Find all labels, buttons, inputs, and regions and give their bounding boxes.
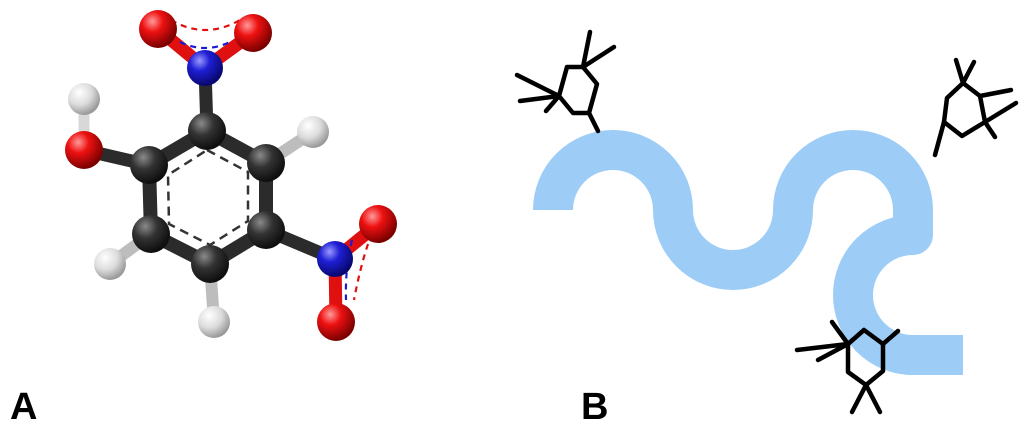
carbon-atom bbox=[132, 215, 170, 253]
nitro-resonance-dashes bbox=[170, 19, 370, 301]
panel-label-b: B bbox=[581, 386, 608, 426]
hydrogen-atom bbox=[198, 306, 230, 338]
oxygen-atom bbox=[139, 10, 177, 48]
nitrogen-atom bbox=[187, 50, 223, 86]
cyclohexane-ring-2 bbox=[932, 57, 1019, 158]
hydrogen-atom bbox=[94, 248, 126, 280]
oxygen-atom bbox=[359, 205, 397, 243]
carbon-atom bbox=[188, 112, 226, 150]
oxygen-atom bbox=[65, 131, 103, 169]
polymer-backbone bbox=[533, 130, 963, 375]
panel-a-molecule bbox=[65, 10, 397, 341]
oxygen-atom bbox=[234, 14, 272, 52]
cyclohexane-ring-1 bbox=[514, 29, 617, 134]
aromatic-ring-dashes bbox=[166, 148, 250, 247]
nitrogen-atom bbox=[317, 241, 353, 277]
hydrogen-atom bbox=[297, 116, 329, 148]
panel-label-a: A bbox=[10, 386, 37, 426]
cyclohexane-ring-3 bbox=[794, 319, 901, 415]
carbon-atom bbox=[247, 144, 285, 182]
carbon-atom bbox=[191, 245, 229, 283]
carbon-atom bbox=[247, 211, 285, 249]
hydrogen-atom bbox=[68, 83, 100, 115]
panel-b-polymer bbox=[514, 29, 1020, 415]
molecule-atoms bbox=[65, 10, 397, 341]
molecule-bonds bbox=[77, 22, 385, 329]
carbon-atom bbox=[130, 146, 168, 184]
oxygen-atom bbox=[317, 303, 355, 341]
